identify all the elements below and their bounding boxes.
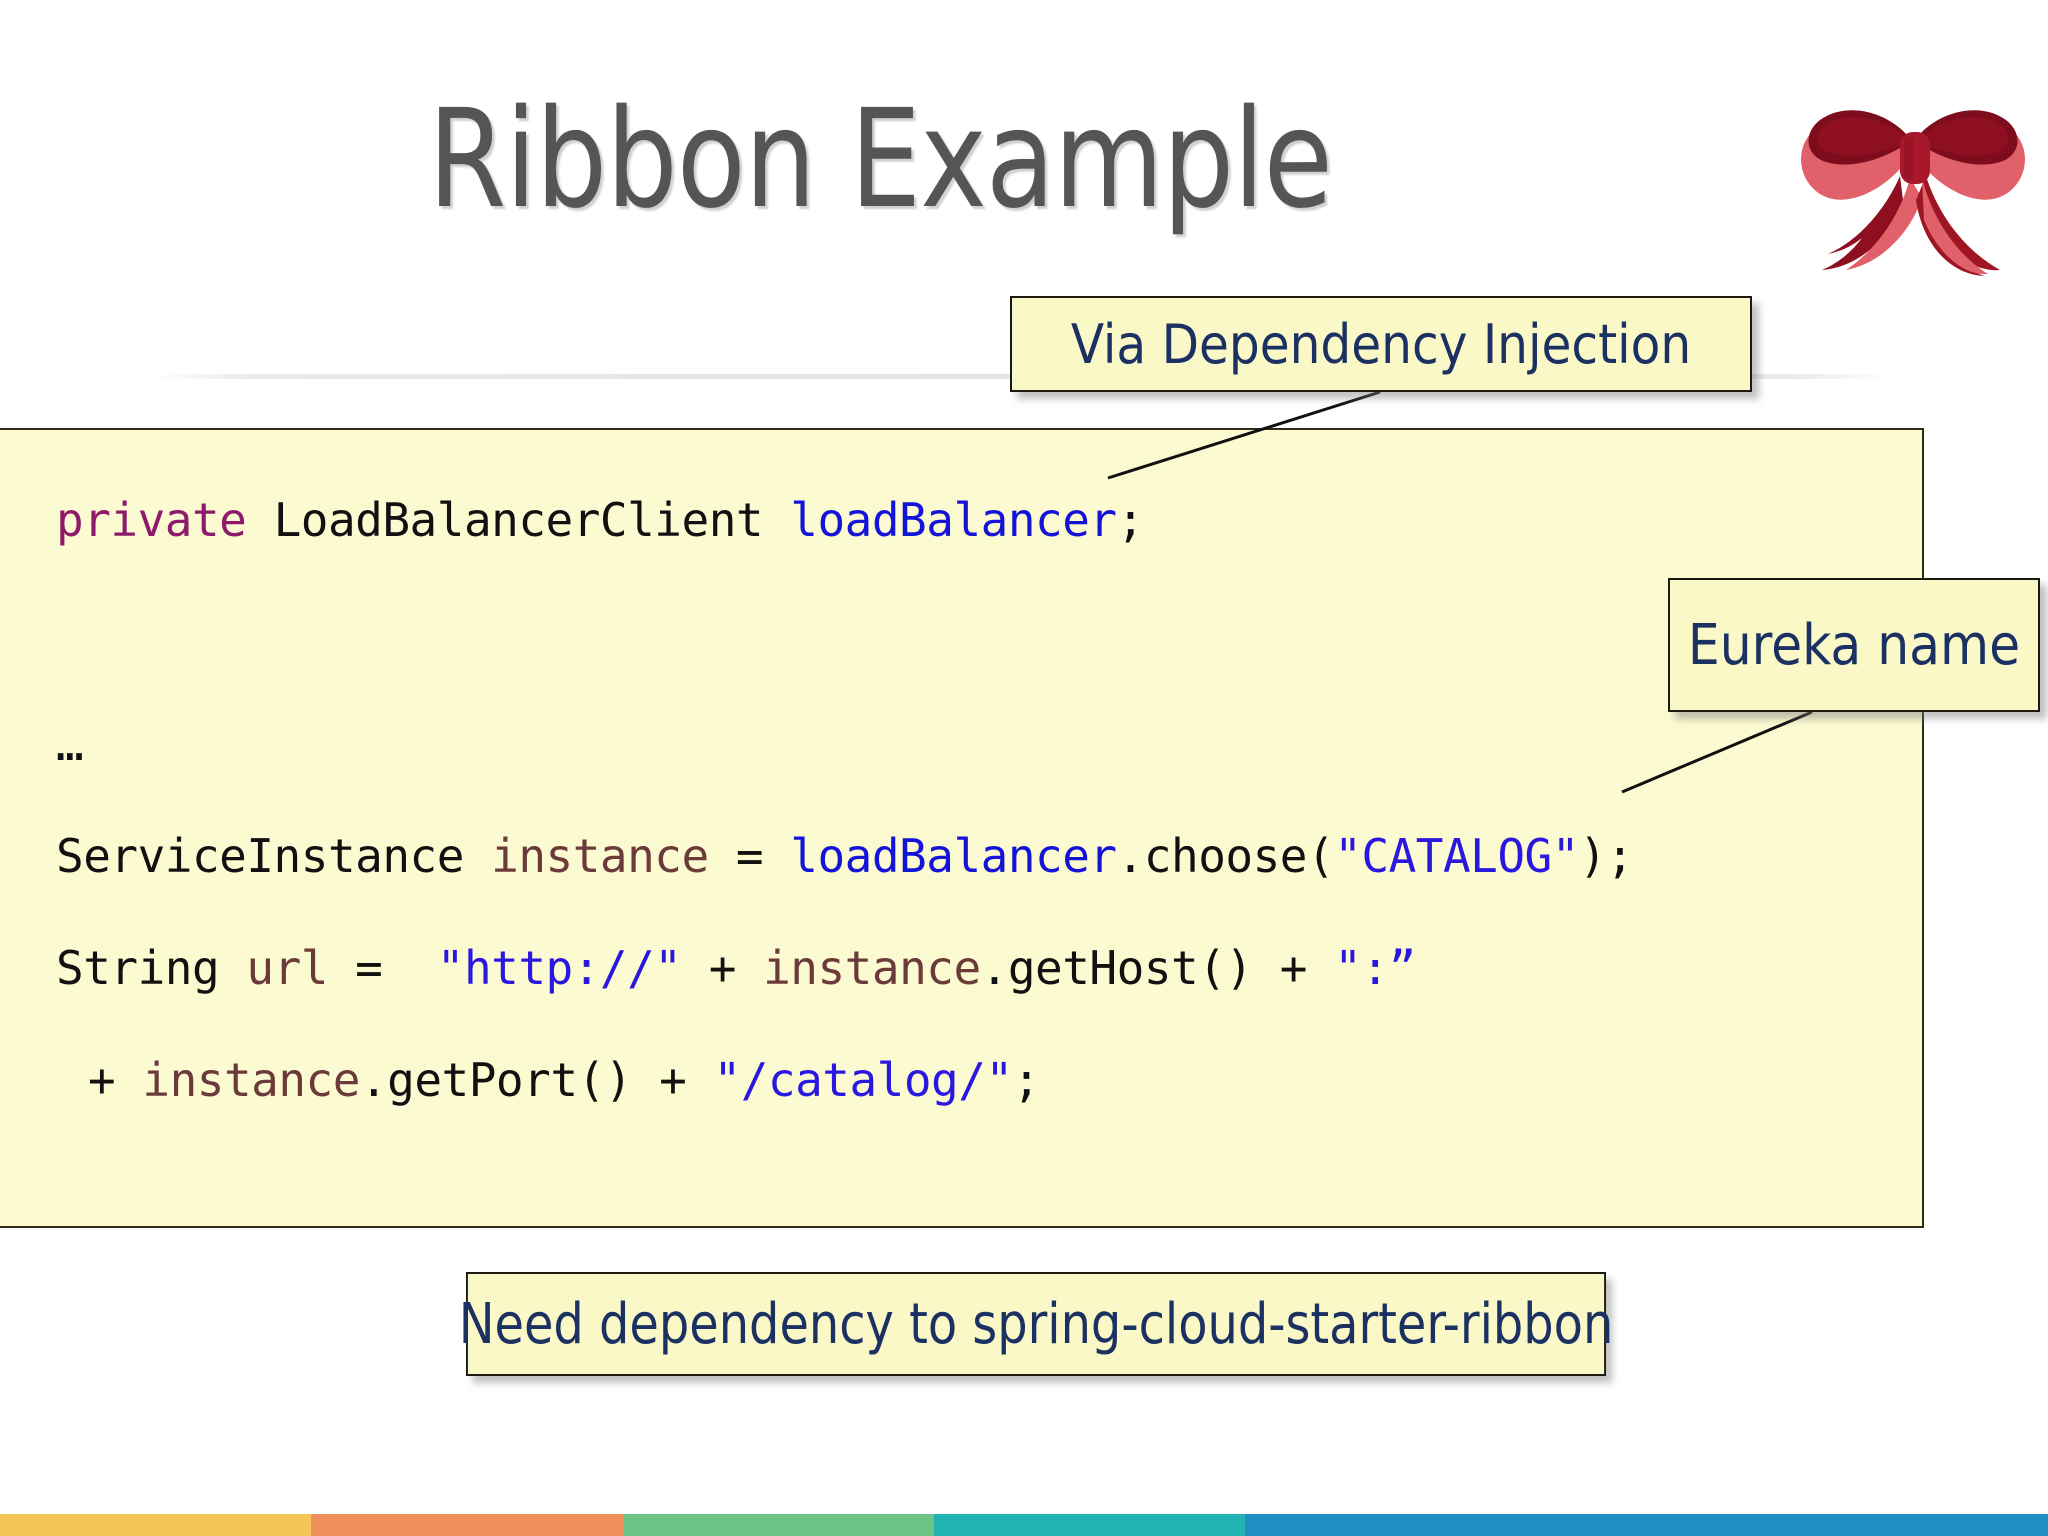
callout-di-label: Via Dependency Injection <box>1070 312 1692 376</box>
code-token: ); <box>1578 829 1634 883</box>
color-band-segment-green <box>622 1514 934 1536</box>
code-line: + instance.getPort() + "/catalog/"; <box>56 1024 1910 1136</box>
code-token: + <box>1252 941 1335 995</box>
code-block: private LoadBalancerClient loadBalancer;… <box>0 428 1924 1228</box>
code-line: private LoadBalancerClient loadBalancer; <box>56 464 1910 576</box>
code-token: .choose( <box>1116 829 1335 883</box>
color-band-segment-gold <box>0 1514 312 1536</box>
code-token: "/catalog/" <box>713 1053 1014 1107</box>
code-line: … <box>56 688 1910 800</box>
code-token: String <box>56 941 220 995</box>
code-lines: private LoadBalancerClient loadBalancer;… <box>56 464 1910 1136</box>
code-token: instance <box>142 1053 360 1107</box>
code-token: ; <box>1012 1053 1041 1107</box>
code-token: + <box>88 1053 143 1107</box>
page-title: Ribbon Example <box>428 81 1333 239</box>
code-token: + <box>631 1053 714 1107</box>
code-token <box>246 493 273 547</box>
code-token: private <box>56 493 247 547</box>
code-line: String url = "http://" + instance.getHos… <box>56 912 1910 1024</box>
code-token: instance <box>763 941 981 995</box>
code-token: + <box>681 941 764 995</box>
color-band-segment-orange <box>311 1514 623 1536</box>
code-line <box>56 576 1910 688</box>
code-token: loadBalancer <box>790 829 1117 883</box>
code-token: ServiceInstance <box>56 829 464 883</box>
color-band-segment-blue <box>1245 1514 2048 1536</box>
callout-eureka-label: Eureka name <box>1687 612 2021 678</box>
code-token: "CATALOG" <box>1334 829 1579 883</box>
code-token: .getHost() <box>980 941 1253 995</box>
code-token: LoadBalancerClient <box>273 493 764 547</box>
callout-via-dependency-injection: Via Dependency Injection <box>1010 296 1752 392</box>
callout-need-dependency: Need dependency to spring-cloud-starter-… <box>459 1272 1613 1376</box>
code-token: url <box>246 941 328 995</box>
code-token: = <box>708 829 791 883</box>
code-token: = <box>327 941 437 995</box>
code-token: .getPort() <box>359 1053 632 1107</box>
code-token <box>219 941 246 995</box>
code-token: … <box>56 717 84 771</box>
code-token <box>763 493 790 547</box>
code-token: instance <box>491 829 709 883</box>
code-token: ; <box>1116 493 1145 547</box>
code-token: ":” <box>1334 941 1416 995</box>
ribbon-bow-icon <box>1788 58 2038 278</box>
callout-dependency-label: Need dependency to spring-cloud-starter-… <box>458 1291 1614 1357</box>
code-token: loadBalancer <box>790 493 1117 547</box>
code-token: "http://" <box>436 941 682 995</box>
callout-eureka-name: Eureka name <box>1668 578 2040 712</box>
color-band-segment-teal <box>933 1514 1246 1536</box>
code-line: ServiceInstance instance = loadBalancer.… <box>56 800 1910 912</box>
bottom-color-band <box>0 1514 2048 1536</box>
code-token <box>464 829 491 883</box>
